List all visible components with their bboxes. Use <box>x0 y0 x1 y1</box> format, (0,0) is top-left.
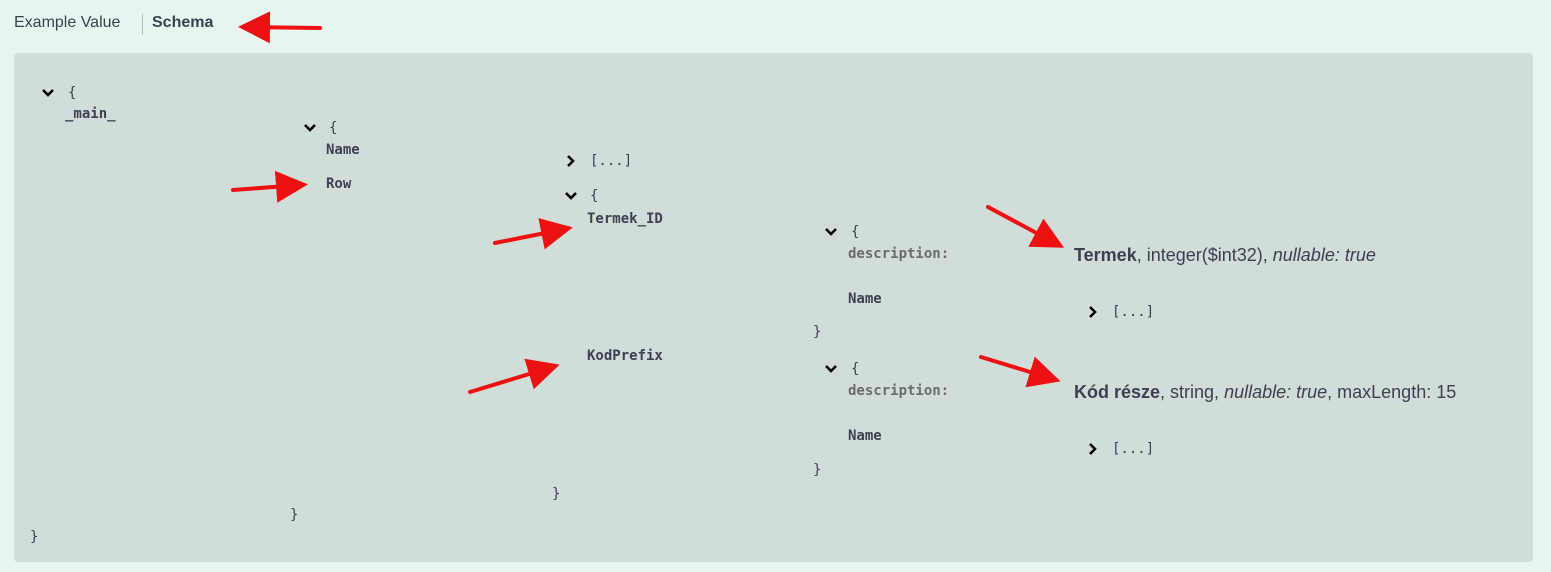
description-key: description: <box>848 383 950 399</box>
collapsed-array[interactable]: [...] <box>1112 304 1155 320</box>
chevron-right-icon[interactable] <box>1085 441 1101 457</box>
chevron-right-icon[interactable] <box>563 153 579 169</box>
schema-panel <box>14 53 1533 562</box>
open-brace: { <box>68 85 77 101</box>
chevron-down-icon[interactable] <box>563 188 579 204</box>
root-model-name: _main_ <box>65 106 116 122</box>
tab-schema[interactable]: Schema <box>152 14 214 31</box>
tab-divider <box>142 14 143 35</box>
chevron-down-icon[interactable] <box>302 120 318 136</box>
chevron-down-icon[interactable] <box>40 85 56 101</box>
property-name: Name <box>326 142 360 158</box>
close-brace: } <box>813 324 822 340</box>
collapsed-array[interactable]: [...] <box>590 153 633 169</box>
chevron-down-icon[interactable] <box>823 361 839 377</box>
description-type: , integer($int32), <box>1136 245 1273 265</box>
description-nullable: nullable: true <box>1224 382 1328 402</box>
description-type: , string, <box>1160 382 1225 402</box>
property-name: Name <box>848 291 882 307</box>
description-nullable: nullable: true <box>1272 245 1376 265</box>
close-brace: } <box>552 486 561 502</box>
open-brace: { <box>851 224 860 240</box>
close-brace: } <box>30 529 39 545</box>
close-brace: } <box>290 507 299 523</box>
close-brace: } <box>813 462 822 478</box>
arrow-icon <box>238 11 322 44</box>
open-brace: { <box>329 120 338 136</box>
property-kodprefix: KodPrefix <box>587 348 663 364</box>
description-maxlength: , maxLength: 15 <box>1327 382 1457 402</box>
property-row: Row <box>326 176 352 192</box>
open-brace: { <box>590 188 599 204</box>
tab-example-value[interactable]: Example Value <box>14 14 121 31</box>
chevron-right-icon[interactable] <box>1085 304 1101 320</box>
open-brace: { <box>851 361 860 377</box>
property-termek-id: Termek_ID <box>587 211 663 227</box>
description-key: description: <box>848 246 950 262</box>
termek-description: Termek, integer($int32), nullable: true <box>1074 244 1376 266</box>
property-name: Name <box>848 428 882 444</box>
kodprefix-description: Kód része, string, nullable: true, maxLe… <box>1074 381 1456 403</box>
collapsed-array[interactable]: [...] <box>1112 441 1155 457</box>
chevron-down-icon[interactable] <box>823 224 839 240</box>
description-title: Kód része <box>1074 382 1161 402</box>
description-title: Termek <box>1074 245 1137 265</box>
